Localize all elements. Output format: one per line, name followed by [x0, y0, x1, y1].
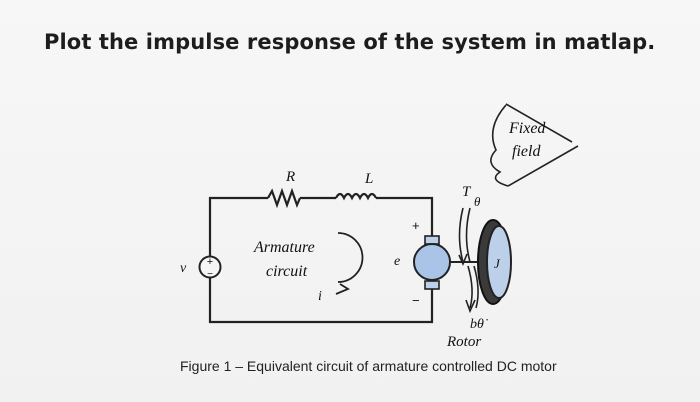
voltage-source: + −	[198, 255, 222, 280]
fixed-field-label-line2: field	[512, 143, 541, 160]
armature-label-line2: circuit	[266, 263, 308, 280]
armature-label-line1: Armature	[253, 239, 315, 256]
resistor-symbol	[267, 187, 302, 209]
torque-arrows	[458, 207, 479, 314]
theta-label: θ	[474, 194, 481, 209]
inertia-label: J	[494, 256, 501, 271]
inductor-label: L	[364, 171, 373, 187]
resistor-label: R	[285, 169, 295, 185]
emf-minus-label: −	[412, 293, 420, 308]
question-text: Plot the impulse response of the system …	[44, 30, 656, 54]
emf-plus-label: +	[412, 218, 420, 233]
emf-label: e	[394, 254, 400, 269]
voltage-label: v	[180, 261, 187, 276]
circuit-wires	[208, 103, 579, 324]
figure-caption: Figure 1 – Equivalent circuit of armatur…	[180, 358, 557, 374]
rotor-disk	[477, 219, 512, 305]
inductor-symbol	[335, 192, 377, 201]
damping-label: bθ̇	[470, 317, 488, 332]
source-plus-label: +	[207, 256, 213, 268]
source-minus-label: −	[207, 269, 213, 280]
rotor-label: Rotor	[446, 334, 481, 350]
motor-symbol	[413, 235, 451, 290]
current-label: i	[318, 289, 322, 304]
torque-label: T	[462, 184, 472, 200]
fixed-field-label-line1: Fixed	[508, 120, 546, 137]
